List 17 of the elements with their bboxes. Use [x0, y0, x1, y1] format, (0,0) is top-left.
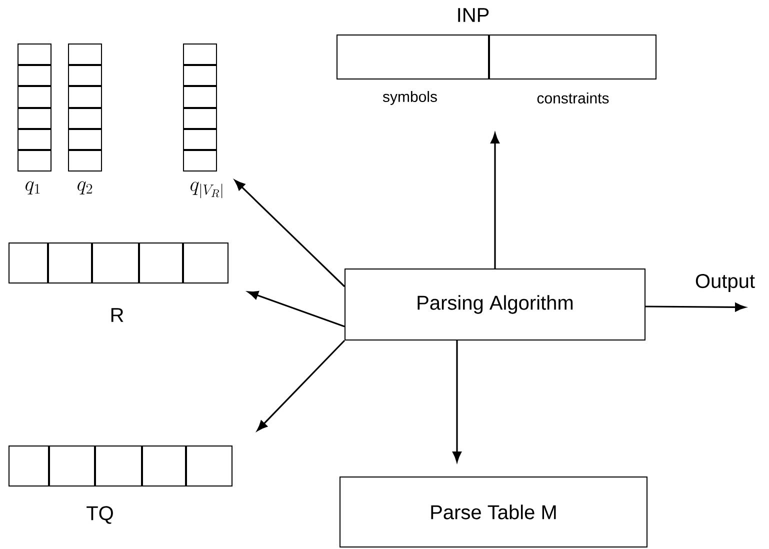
arrow: [234, 180, 346, 288]
array-label: TQ: [86, 506, 113, 524]
buffer-title: INP: [458, 8, 489, 22]
field-label: constraints: [537, 92, 609, 104]
arrow: [248, 290, 345, 328]
process-box: Parsing Algorithm: [344, 268, 646, 340]
queue-label: $q_{1}$: [26, 181, 40, 194]
arrow: [452, 340, 462, 462]
arrow: [490, 132, 500, 268]
array-label: R: [111, 308, 124, 322]
arrow: [646, 302, 746, 312]
process-box: Parse Table M: [340, 476, 648, 548]
queue-label: $q_{2}$: [78, 181, 92, 194]
field-label: symbols: [382, 91, 437, 105]
arrow: [256, 340, 346, 431]
queue-label: $q_{|V_{R}|}$: [190, 182, 222, 198]
output-label: Output: [696, 274, 755, 292]
